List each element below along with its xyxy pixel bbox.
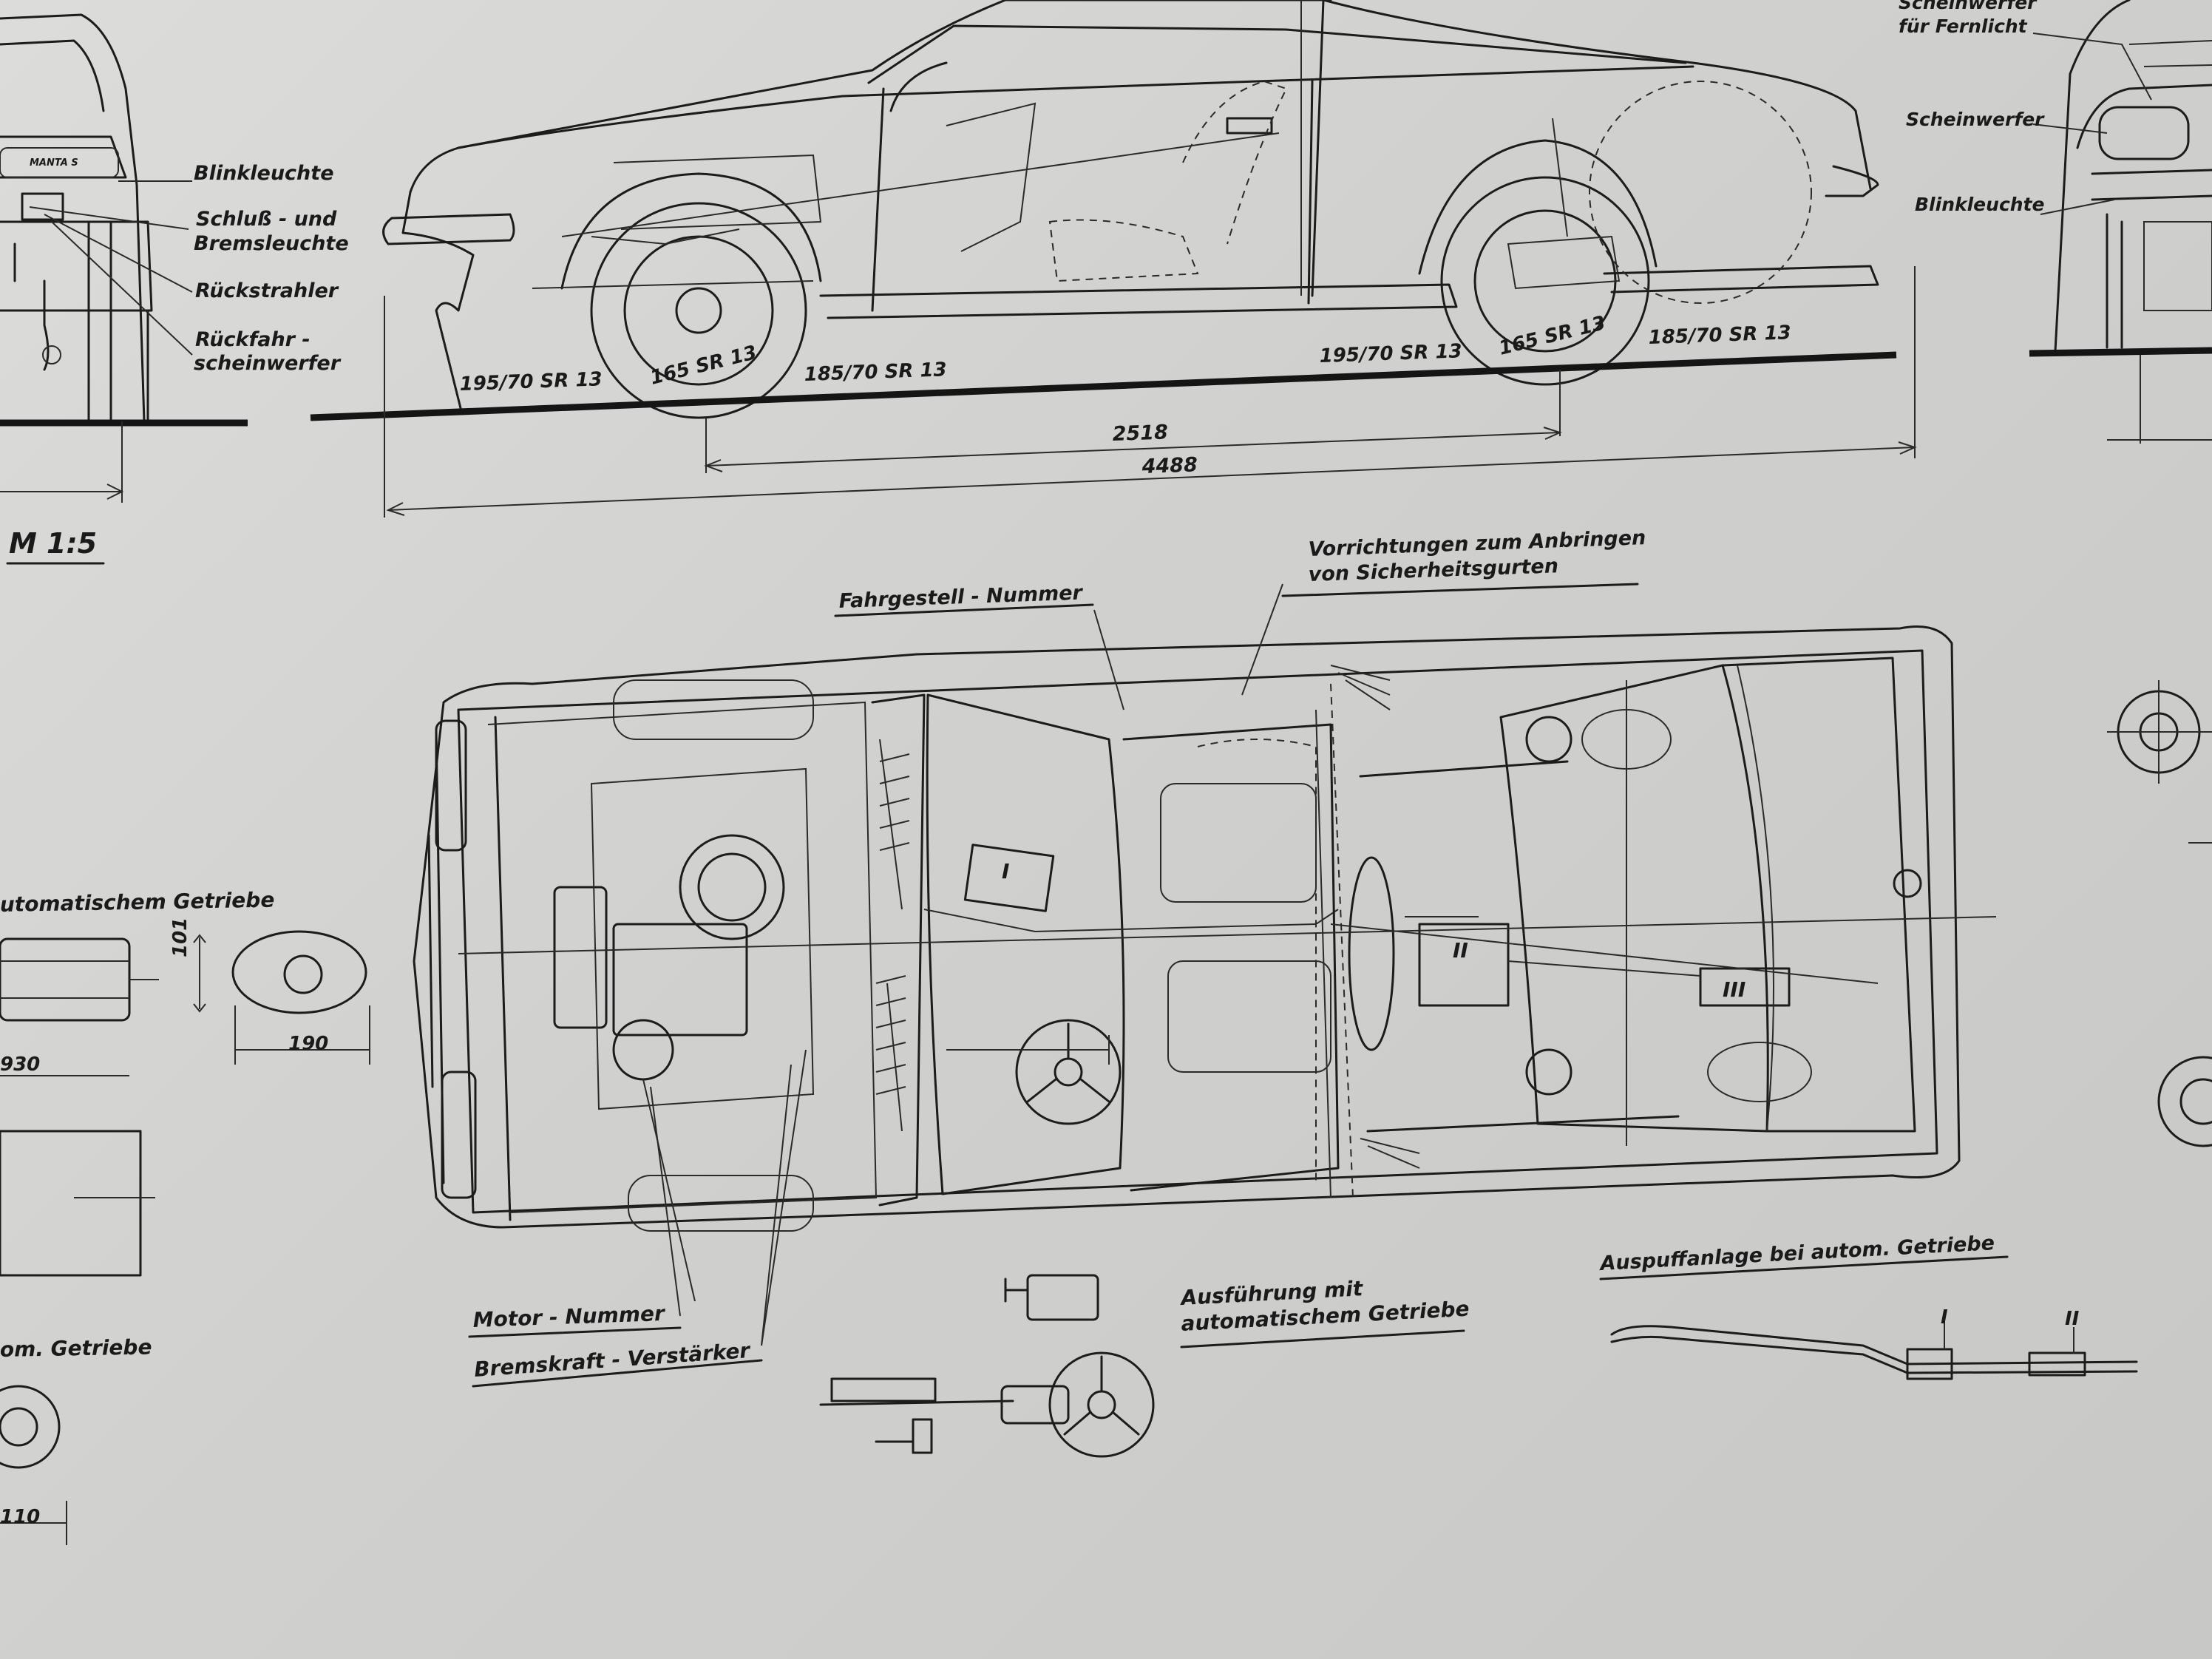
manta-badge: MANTA S [30,157,78,169]
label-rueckfahr-line1: Rückfahr - [195,328,311,351]
auspuffanlage-underline [1599,1255,2009,1280]
tire-label-rear-right: 195/70 SR 13 [1319,340,1462,367]
rear-view-leaders [29,180,193,356]
label-vorrichtungen-line1: Vorrichtungen zum Anbringen [1308,526,1646,561]
tire-label-front-right: 185/70 SR 13 [1648,322,1791,349]
label-om-getriebe: om. Getriebe [0,1334,152,1362]
right-edge-details [2107,680,2212,1147]
scale-label: M 1:5 [9,527,97,560]
front-view-drawing [2029,0,2212,444]
label-bremskraft-verstaerker: Bremskraft - Verstärker [473,1338,752,1382]
dim-length: 4488 [1141,453,1198,478]
label-rueckstrahler: Rückstrahler [195,279,339,302]
tire-label-mid-right: 165 SR 13 [1496,312,1607,360]
label-automatischem-getriebe: utomatischem Getriebe [0,888,275,917]
dim-930: 930 [0,1054,40,1076]
roman-numeral-2: II [1453,938,1468,963]
roman-numeral-1: I [1002,859,1009,883]
roman-numeral-3: III [1723,977,1745,1002]
ausfuehrung-underline [1180,1329,1465,1348]
dim-190: 190 [288,1033,328,1055]
fahrgestell-underline [834,603,1094,617]
side-view-drawing [310,0,1917,518]
dim-line-length [387,447,1916,511]
exhaust-roman-1: I [1941,1306,1948,1329]
dim-wheelbase: 2518 [1112,421,1168,446]
label-fernlicht-line1: Scheinwerfer [1899,0,2038,13]
motor-nummer-underline [468,1326,682,1338]
label-blinkleuchte-rear: Blinkleuchte [194,162,334,185]
steering-column-detail [819,1274,1155,1458]
label-schluss-line2: Bremsleuchte [194,232,349,255]
label-fernlicht-line2: für Fernlicht [1899,16,2028,37]
label-schluss-line1: Schluß - und [196,208,337,231]
dim-110: 110 [0,1506,40,1528]
exhaust-system-detail [1610,1320,2138,1380]
bremskraft-underline [472,1359,763,1388]
label-scheinwerfer: Scheinwerfer [1906,109,2045,130]
tire-label-front-left: 185/70 SR 13 [804,359,947,386]
label-fahrgestell-nummer: Fahrgestell - Nummer [838,581,1084,613]
dim-101: 101 [169,917,191,957]
vorrichtungen-underline [1281,583,1639,597]
tire-label-rear-left: 195/70 SR 13 [459,368,603,396]
label-blinkleuchte-front: Blinkleuchte [1915,194,2044,215]
label-rueckfahr-line2: scheinwerfer [194,352,342,375]
exhaust-roman-2: II [2065,1308,2080,1330]
top-view-drawing [413,583,1997,1346]
dim-line-wheelbase [705,432,1561,467]
tire-label-mid-left: 165 SR 13 [648,342,759,390]
label-motor-nummer: Motor - Nummer [472,1301,666,1332]
front-view-leaders [2032,33,2152,215]
rear-view-drawing [0,13,248,503]
muffler-detail-drawing [0,930,370,1545]
